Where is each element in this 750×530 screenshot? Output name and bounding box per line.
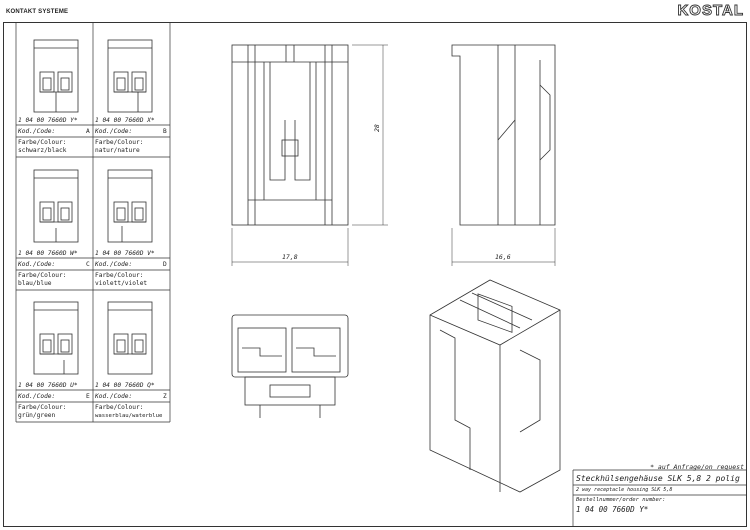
variant-e-colour: grün/green	[18, 412, 56, 419]
variant-a-code-label: Kod./Code:	[18, 128, 56, 135]
variant-a-colour: schwarz/black	[18, 147, 67, 154]
bottom-view	[231, 314, 349, 418]
height-dimension-label: 28	[373, 124, 381, 132]
side-width-dimension	[451, 228, 556, 266]
variant-z-code: Z	[163, 393, 167, 400]
title-block-grid	[572, 469, 747, 527]
company-name: KONTAKT SYSTEME	[6, 9, 69, 15]
front-width-dimension	[231, 228, 349, 266]
variant-b-colour: natur/nature	[95, 147, 140, 154]
variant-d-colour: violett/violet	[95, 280, 148, 287]
height-dimension	[352, 44, 388, 226]
side-width-dimension-label: 16,6	[495, 253, 511, 261]
variant-c-colour: blau/blue	[18, 280, 52, 287]
variant-c-code-label: Kod./Code:	[18, 261, 56, 268]
isometric-view	[429, 279, 561, 493]
variant-b-colour-label: Farbe/Colour:	[95, 139, 144, 146]
title-block-subtitle: 2 way receptacle housing SLK 5,8	[576, 487, 673, 493]
thumb-z	[107, 301, 153, 375]
front-view	[231, 44, 349, 226]
variant-z-part: 1 04 00 7660D Q*	[95, 382, 155, 389]
variant-z-code-label: Kod./Code:	[95, 393, 133, 400]
variant-e-colour-label: Farbe/Colour:	[18, 404, 67, 411]
thumb-c	[33, 169, 79, 243]
variant-b-part: 1 04 00 7660D X*	[95, 117, 155, 124]
variant-c-part: 1 04 00 7660D W*	[18, 250, 78, 257]
variant-z-colour-label: Farbe/Colour:	[95, 404, 144, 411]
variant-c-colour-label: Farbe/Colour:	[18, 272, 67, 279]
variant-e-code: E	[86, 393, 90, 400]
variant-a-code: A	[86, 128, 90, 135]
variant-b-code: B	[163, 128, 167, 135]
on-request-note: * auf Anfrage/on request	[650, 463, 744, 471]
variant-e-part: 1 04 00 7660D U*	[18, 382, 78, 389]
variant-a-part: 1 04 00 7660D Y*	[18, 117, 78, 124]
variant-table-grid	[15, 22, 171, 423]
drawing-frame	[3, 22, 747, 527]
side-view	[451, 44, 556, 226]
title-block-title: Steckhülsengehäuse SLK 5,8 2 polig	[576, 474, 740, 483]
order-number: 1 04 00 7660D Y*	[576, 505, 649, 514]
thumb-e	[33, 301, 79, 375]
variant-c-code: C	[86, 261, 90, 268]
variant-d-code-label: Kod./Code:	[95, 261, 133, 268]
variant-a-colour-label: Farbe/Colour:	[18, 139, 67, 146]
variant-d-part: 1 04 00 7660D V*	[95, 250, 155, 257]
order-number-label: Bestellnummer/order number:	[576, 497, 666, 503]
thumb-a	[33, 39, 79, 113]
variant-b-code-label: Kod./Code:	[95, 128, 133, 135]
variant-z-colour: wasserblau/waterblue	[95, 413, 163, 419]
thumb-d	[107, 169, 153, 243]
thumb-b	[107, 39, 153, 113]
variant-d-colour-label: Farbe/Colour:	[95, 272, 144, 279]
front-width-dimension-label: 17,8	[282, 253, 298, 261]
variant-d-code: D	[163, 261, 167, 268]
kostal-logo: KOSTAL	[677, 2, 744, 20]
variant-e-code-label: Kod./Code:	[18, 393, 56, 400]
